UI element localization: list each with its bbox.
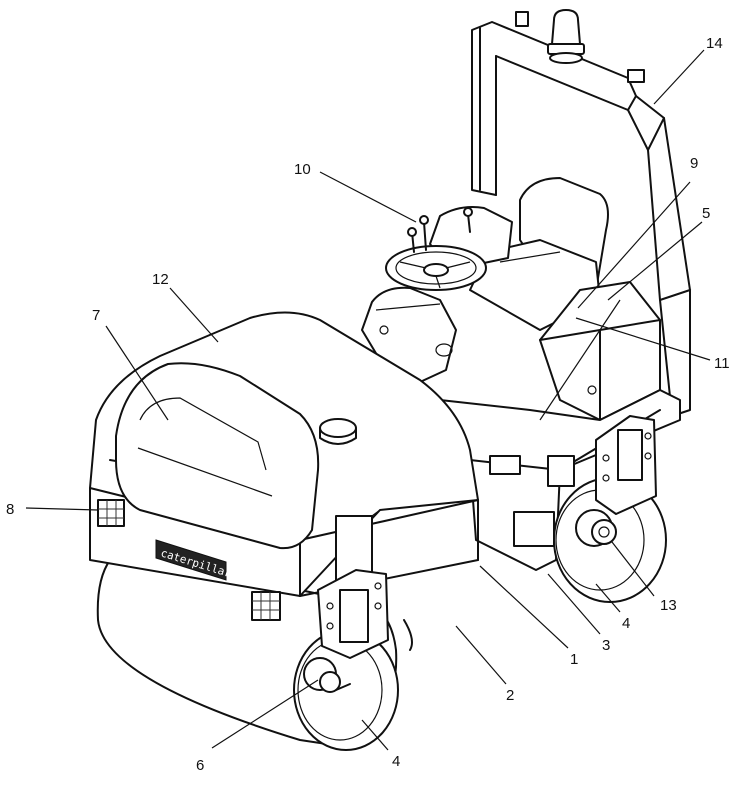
callout-5: 5	[702, 205, 710, 222]
front-drive-motor-icon	[303, 657, 351, 693]
drive-motor-icon	[575, 509, 617, 547]
callout-6: 6	[196, 757, 204, 774]
callout-labels: 1 2 3 4 4 5 6 7 8 9 10 11 12 13 14	[6, 35, 730, 774]
callout-3: 3	[602, 637, 610, 654]
callout-leaders	[25, 49, 711, 751]
callout-4-rear: 4	[622, 615, 630, 632]
callout-8: 8	[6, 501, 14, 518]
engine-hood	[89, 311, 479, 597]
rear-drum-bracket	[595, 415, 657, 515]
callout-10: 10	[294, 161, 311, 178]
callout-9: 9	[690, 155, 698, 172]
callout-13: 13	[660, 597, 677, 614]
vent-grille-left	[97, 499, 125, 527]
callout-2: 2	[506, 687, 514, 704]
callout-14: 14	[706, 35, 723, 52]
callout-4-front: 4	[392, 753, 400, 770]
callout-7: 7	[92, 307, 100, 324]
steering-wheel	[385, 215, 487, 291]
callout-1: 1	[570, 651, 578, 668]
beacon-light-icon	[547, 9, 585, 64]
callout-11: 11	[714, 355, 730, 372]
callout-12: 12	[152, 271, 169, 288]
front-drum-bracket	[317, 569, 413, 659]
vent-grille-right	[251, 591, 281, 621]
